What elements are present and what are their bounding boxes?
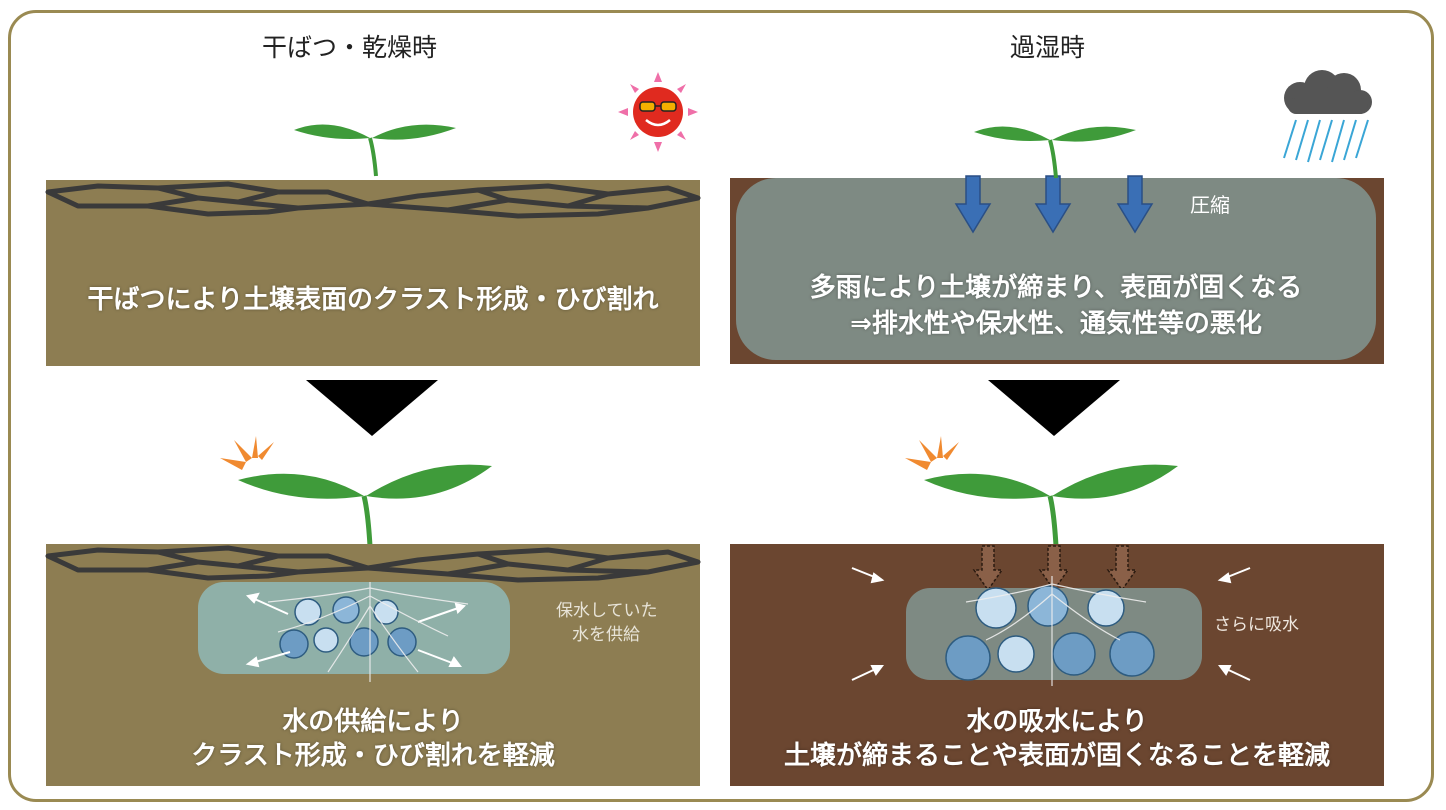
transition-arrow-wet	[988, 380, 1120, 436]
seedling-icon	[294, 124, 456, 177]
water-beads	[245, 582, 469, 682]
wet-top-caption-line1: 多雨により土壌が締まり、表面が固くなる	[809, 273, 1303, 303]
drought-side-label-line1: 保水していた	[556, 601, 658, 621]
wet-top-caption-line2: ⇒排水性や保水性、通気性等の悪化	[850, 309, 1262, 339]
drought-soil-top	[46, 180, 700, 366]
drought-bottom-caption-line1: 水の供給により	[282, 707, 464, 737]
compression-arrows	[954, 175, 1154, 234]
rain-cloud-icon	[1283, 70, 1372, 163]
inward-pressure-arrows	[851, 567, 1251, 681]
sun-icon	[618, 72, 698, 152]
drought-bottom-caption-line2: クラスト形成・ひび割れを軽減	[191, 741, 555, 771]
drought-side-label-line2: 水を供給	[572, 625, 640, 645]
wet-side-label: さらに吸水	[1214, 615, 1299, 635]
swelling-beads	[945, 576, 1155, 686]
wet-bottom-caption-line2: 土壌が締まることや表面が固くなることを軽減	[783, 741, 1330, 771]
stress-mark-icon	[905, 436, 959, 470]
large-seedling-icon	[924, 464, 1178, 547]
stress-mark-icon	[220, 436, 274, 470]
compression-label: 圧縮	[1190, 193, 1230, 217]
wet-bottom-caption-line1: 水の吸水により	[966, 707, 1148, 737]
compression-arrows-relieved	[972, 545, 1138, 592]
large-seedling-icon	[238, 464, 492, 547]
heading-drought: 干ばつ・乾燥時	[262, 33, 438, 62]
heading-wet: 過湿時	[1010, 33, 1086, 62]
soil-crust-cracks	[45, 181, 701, 219]
seedling-icon	[974, 126, 1136, 179]
transition-arrow-drought	[306, 380, 438, 436]
soil-crust-cracks	[45, 545, 701, 583]
drought-top-caption: 干ばつにより土壌表面のクラスト形成・ひび割れ	[87, 285, 659, 315]
